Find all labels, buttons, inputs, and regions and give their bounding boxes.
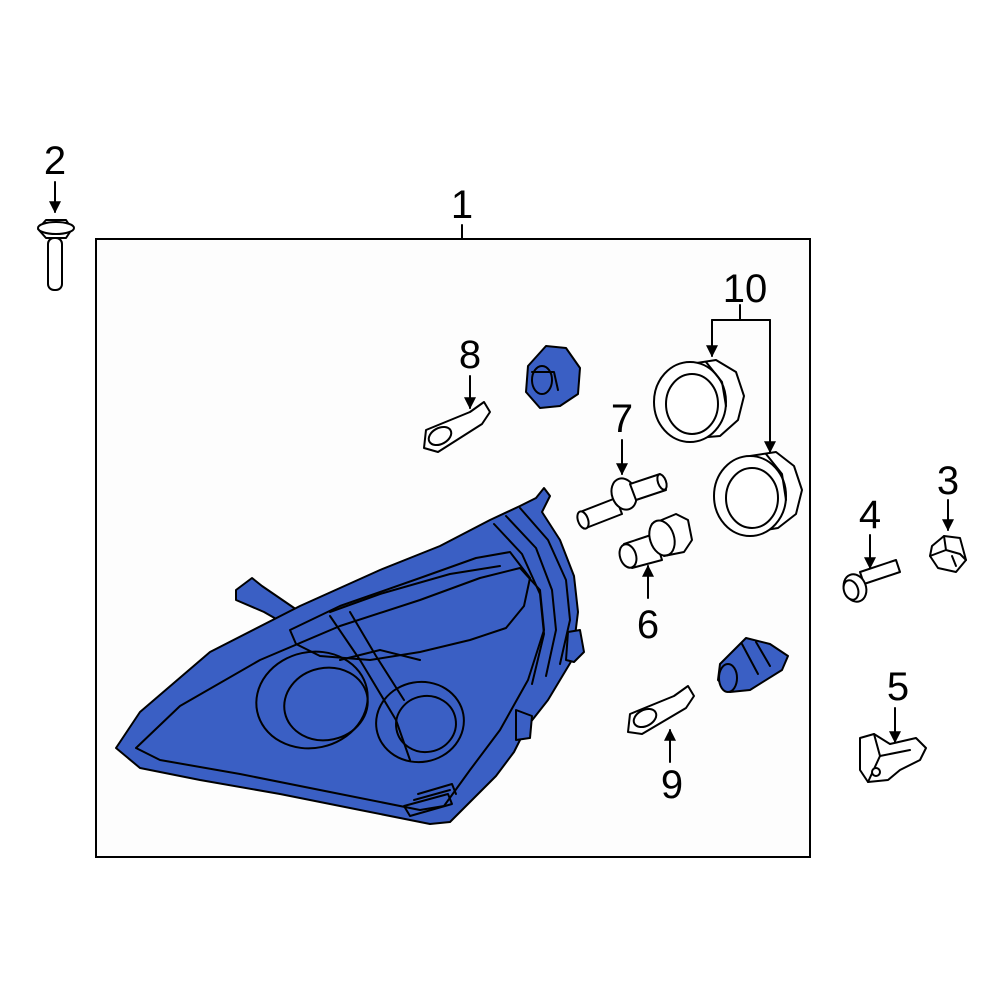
bolt-part-2[interactable] <box>37 181 75 291</box>
bulb-part-8[interactable] <box>423 375 491 453</box>
bolt-part-4[interactable] <box>840 534 901 605</box>
bulb-part-7[interactable] <box>575 439 668 530</box>
socket-upper[interactable] <box>525 345 581 409</box>
callout-7: 7 <box>611 397 633 441</box>
callout-2: 2 <box>44 139 66 183</box>
projector-lens-outer <box>255 650 369 750</box>
clip-nut-part-3[interactable] <box>929 499 967 573</box>
bulb-part-9[interactable] <box>627 685 695 763</box>
callout-9: 9 <box>661 763 683 807</box>
bracket-part-5[interactable] <box>859 707 927 783</box>
callout-4: 4 <box>859 493 881 537</box>
bulb-part-6[interactable] <box>617 513 693 599</box>
callout-6: 6 <box>637 603 659 647</box>
socket-lower[interactable] <box>717 637 789 693</box>
callout-8: 8 <box>459 333 481 377</box>
headlamp-assembly[interactable] <box>115 487 585 825</box>
projector-lens-inner <box>375 680 465 764</box>
callout-5: 5 <box>887 665 909 709</box>
callout-1: 1 <box>451 183 473 227</box>
callout-10: 10 <box>723 267 768 311</box>
dust-cover-part-10[interactable] <box>653 304 803 537</box>
callout-3: 3 <box>937 459 959 503</box>
